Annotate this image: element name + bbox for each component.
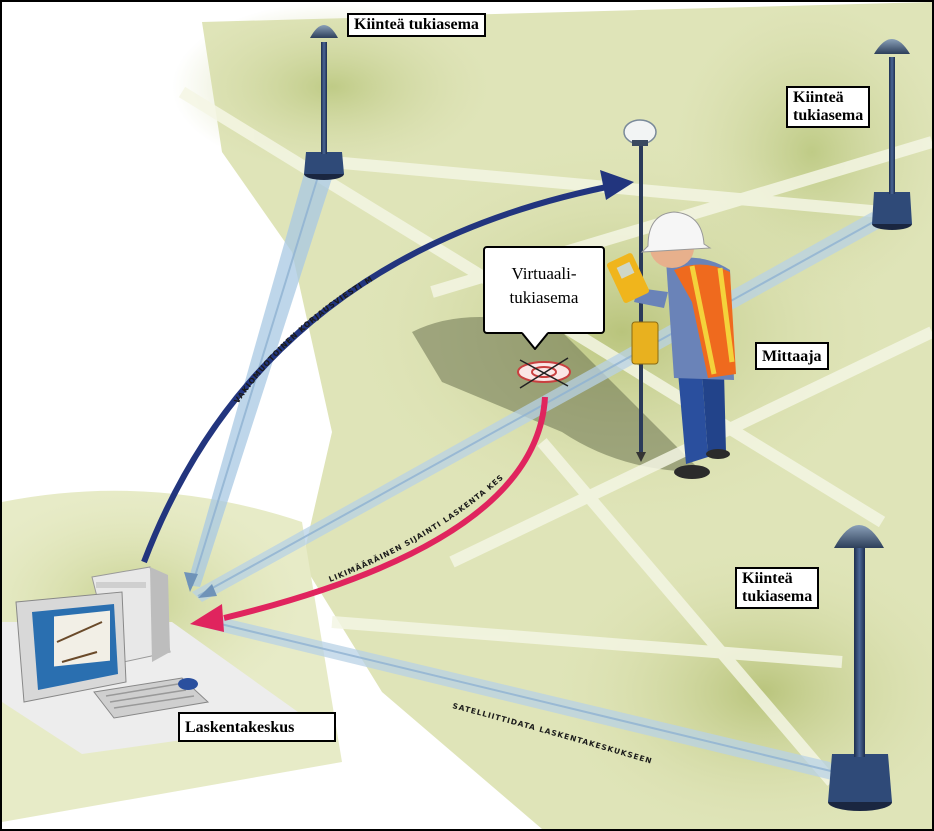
hard-hat bbox=[640, 211, 712, 253]
base-station-right-label: Kiinteä tukiasema bbox=[786, 86, 871, 128]
base-station-top-graphic bbox=[304, 25, 344, 180]
base-station-bottom-label: Kiinteä tukiasema bbox=[735, 567, 820, 609]
field-controller bbox=[607, 253, 649, 303]
callout-pointer bbox=[522, 332, 548, 350]
surveyor-label: Mittaaja bbox=[755, 342, 829, 370]
base-station-bottom-graphic bbox=[828, 525, 892, 811]
virtual-station-callout: Virtuaali- tukiasema bbox=[483, 246, 605, 334]
receiver-unit bbox=[631, 321, 659, 365]
base-station-top-label: Kiinteä tukiasema bbox=[347, 13, 486, 37]
position-arrow bbox=[223, 396, 548, 621]
correction-arrowhead bbox=[600, 170, 634, 200]
base-station-right-graphic bbox=[872, 39, 912, 230]
virtual-station-marker bbox=[517, 357, 571, 389]
position-arrowhead bbox=[190, 604, 224, 632]
beam-bottom-station bbox=[202, 614, 840, 782]
correction-arrow bbox=[141, 181, 623, 564]
surveyor-figure bbox=[607, 211, 736, 479]
computing-center-label: Laskentakeskus bbox=[178, 712, 336, 742]
